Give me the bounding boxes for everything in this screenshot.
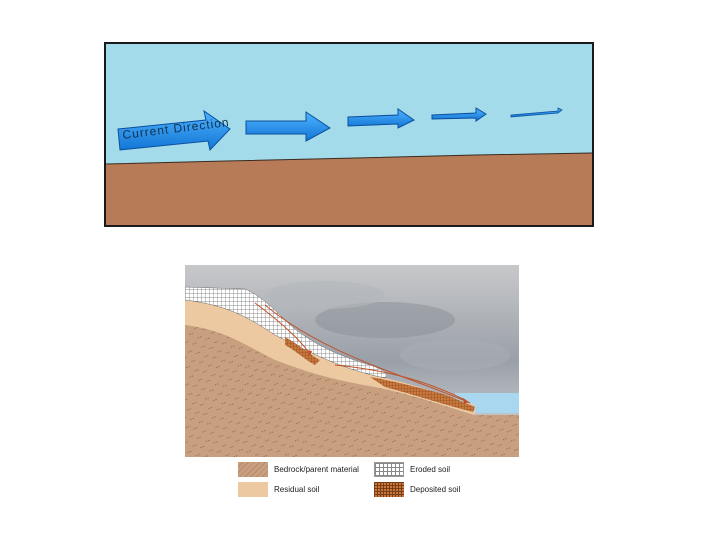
current-arrow-3 <box>347 108 415 129</box>
current-arrow-1 <box>117 109 231 152</box>
current-direction-diagram: Current Direction <box>104 42 594 227</box>
legend-label: Bedrock/parent material <box>274 465 359 474</box>
legend-item-eroded: Eroded soil <box>374 462 450 477</box>
legend-item-deposited: Deposited soil <box>374 482 460 497</box>
bedrock-swatch <box>238 462 268 477</box>
soil-legend: Bedrock/parent material Eroded soil Resi… <box>238 462 498 502</box>
deposited-soil <box>370 377 475 412</box>
deposited-swatch <box>374 482 404 497</box>
legend-label: Residual soil <box>274 485 320 494</box>
transport-arrowhead <box>306 350 312 356</box>
transport-arrow <box>334 364 466 401</box>
sediment-bed <box>106 153 592 225</box>
legend-label: Deposited soil <box>410 485 461 494</box>
hillslope-soil-figure <box>184 265 519 457</box>
cloud <box>315 302 455 338</box>
eroded-swatch <box>374 462 404 477</box>
cloud <box>265 281 385 309</box>
residual-swatch <box>238 482 268 497</box>
transport-arrow <box>264 304 471 404</box>
transport-arrowhead <box>463 398 469 404</box>
legend-item-bedrock: Bedrock/parent material <box>238 462 359 477</box>
current-arrow-5 <box>510 107 563 118</box>
legend-item-residual: Residual soil <box>238 482 319 497</box>
bedrock-layer <box>185 325 519 457</box>
cloud <box>400 339 510 371</box>
current-arrow-2 <box>245 111 331 142</box>
bed-surface-line <box>106 152 592 165</box>
current-arrow-4 <box>431 107 487 122</box>
deposited-soil <box>285 337 320 365</box>
current-diagram-svg: Current Direction <box>106 44 592 225</box>
legend-label: Eroded soil <box>410 465 451 474</box>
hillslope-svg <box>184 265 519 457</box>
